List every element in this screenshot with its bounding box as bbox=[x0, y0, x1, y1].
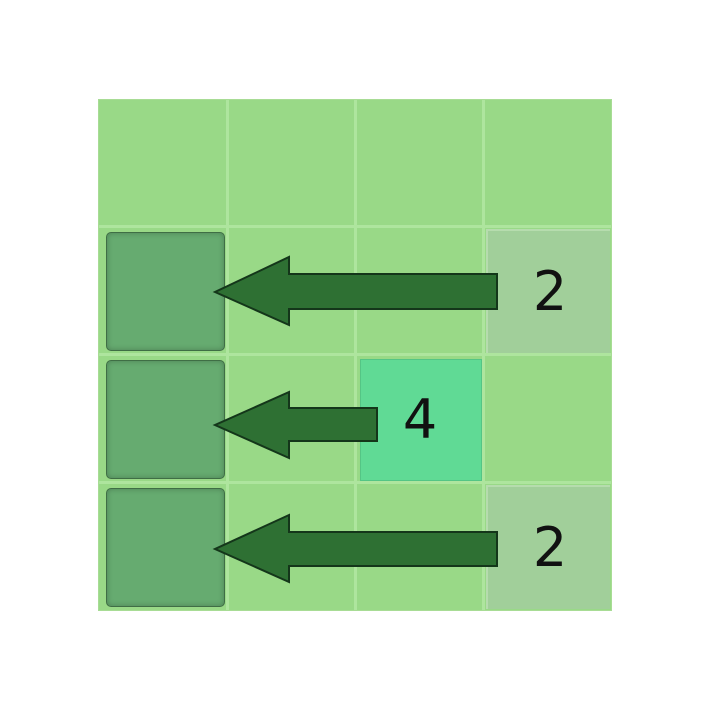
number-tile: 2 bbox=[486, 485, 610, 609]
ghost-target-tile bbox=[106, 488, 225, 607]
tile-value: 2 bbox=[532, 516, 568, 579]
grid-line bbox=[99, 481, 611, 484]
tile-value: 2 bbox=[532, 260, 568, 323]
number-tile: 4 bbox=[360, 359, 482, 481]
tile-value: 4 bbox=[402, 388, 438, 451]
ghost-target-tile bbox=[106, 232, 225, 351]
grid-line bbox=[99, 353, 611, 356]
grid-line bbox=[99, 225, 611, 228]
ghost-target-tile bbox=[106, 360, 225, 479]
number-tile: 2 bbox=[486, 229, 610, 353]
